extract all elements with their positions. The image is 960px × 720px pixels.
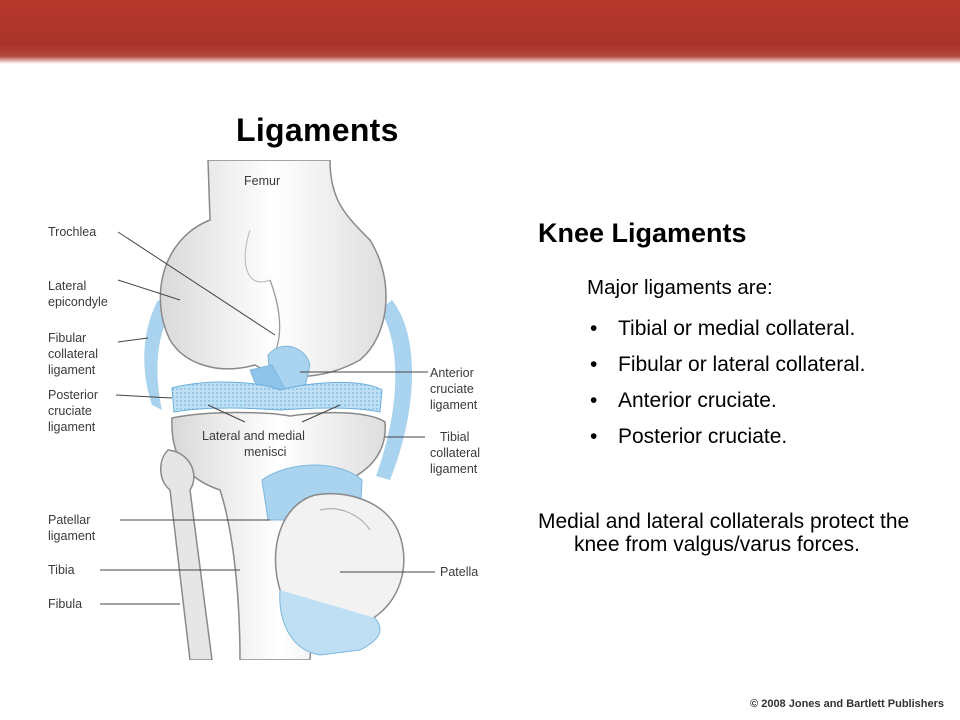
header-bar (0, 0, 960, 64)
label-lateral-epicondyle: epicondyle (48, 295, 108, 309)
label-patellar-ligament: ligament (48, 529, 96, 543)
bullet-glyph: • (590, 389, 598, 412)
label-posterior-cruciate: Posterior (48, 388, 98, 402)
list-item-text: Anterior cruciate. (618, 389, 777, 412)
label-fibular-collateral: collateral (48, 347, 98, 361)
list-item: • Tibial or medial collateral. (590, 318, 920, 340)
knee-illustration: Femur Trochlea Lateral epicondyle Fibula… (48, 160, 480, 660)
label-tibial-collateral: ligament (430, 462, 478, 476)
section-heading: Knee Ligaments (538, 218, 747, 248)
list-item: • Posterior cruciate. (590, 426, 920, 448)
label-patellar-ligament: Patellar (48, 513, 90, 527)
tibial-collateral-ligament (376, 300, 413, 480)
label-tibial-collateral: collateral (430, 446, 480, 460)
label-trochlea: Trochlea (48, 225, 96, 239)
label-posterior-cruciate: cruciate (48, 404, 92, 418)
list-item: • Fibular or lateral collateral. (590, 354, 920, 376)
fibula-bone (160, 449, 213, 660)
collaterals-note: Medial and lateral collaterals protect t… (538, 510, 910, 556)
label-patella: Patella (440, 565, 478, 579)
label-fibular-collateral: Fibular (48, 331, 86, 345)
femur-bone (159, 160, 387, 378)
bullet-glyph: • (590, 425, 598, 448)
list-item-text: Posterior cruciate. (618, 425, 788, 448)
copyright-notice: © 2008 Jones and Bartlett Publishers (750, 698, 944, 710)
fibular-collateral-ligament (144, 300, 172, 410)
bullet-glyph: • (590, 317, 598, 340)
slide-title: Ligaments (236, 112, 399, 148)
list-item-text: Fibular or lateral collateral. (618, 353, 866, 376)
ligament-list: • Tibial or medial collateral. • Fibular o… (590, 318, 920, 462)
label-menisci: menisci (244, 445, 286, 459)
bullet-glyph: • (590, 353, 598, 376)
list-item-text: Tibial or medial collateral. (618, 317, 856, 340)
label-anterior-cruciate: ligament (430, 398, 478, 412)
leader-lines (100, 231, 435, 605)
intro-text: Major ligaments are: (587, 276, 773, 299)
list-item: • Anterior cruciate. (590, 390, 920, 412)
label-posterior-cruciate: ligament (48, 420, 96, 434)
label-anterior-cruciate: Anterior (430, 366, 474, 380)
label-fibular-collateral: ligament (48, 363, 96, 377)
knee-diagram: Femur Trochlea Lateral epicondyle Fibula… (40, 160, 500, 660)
label-femur: Femur (244, 174, 280, 188)
label-menisci: Lateral and medial (202, 429, 305, 443)
label-anterior-cruciate: cruciate (430, 382, 474, 396)
label-fibula: Fibula (48, 597, 82, 611)
label-tibia: Tibia (48, 563, 75, 577)
menisci (171, 381, 383, 413)
label-lateral-epicondyle: Lateral (48, 279, 86, 293)
label-tibial-collateral: Tibial (440, 430, 469, 444)
